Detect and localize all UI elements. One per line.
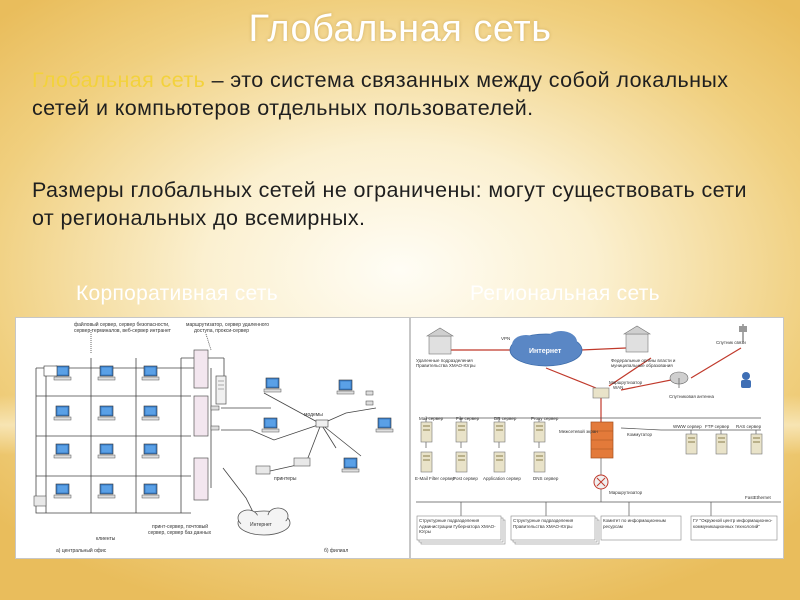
firewall — [590, 421, 614, 459]
federal-building — [622, 325, 652, 353]
label-federal: Федеральные органы власти и — [611, 358, 676, 363]
regional-network-diagram: VPN Удаленные подразделения Правительств… — [410, 317, 784, 559]
satellite-tower — [739, 324, 747, 342]
label-dns: DNS сервер — [533, 476, 559, 481]
label-switch: Коммутатор — [627, 432, 653, 437]
label-ras: RAS сервер — [736, 424, 762, 429]
size-paragraph: Размеры глобальных сетей не ограничены: … — [32, 178, 747, 230]
internet-cloud-regional: Интернет — [509, 331, 583, 367]
label-file-server: файловый сервер, сервер безопасности, — [74, 321, 170, 328]
printers — [33, 457, 311, 507]
definition-text: – это система связанных между собой лока… — [32, 68, 729, 120]
label-sat-antenna: Спутниковая антенна — [669, 394, 715, 399]
label-file: File сервер — [456, 416, 480, 421]
definition-paragraph: Глобальная сеть – это система связанных … — [32, 66, 772, 122]
label-file-server-b: сервер терминалов, веб-сервер интранет — [74, 328, 172, 334]
label-ftp: FTP сервер — [705, 424, 730, 429]
box4-text: ГУ "Окружной центр информационно-коммуни… — [693, 518, 773, 529]
label-app: Application сервер — [483, 476, 521, 481]
remote-building — [425, 327, 455, 355]
lan-links — [416, 417, 781, 518]
branch-box-1: Структурные подразделения Администрации … — [416, 515, 506, 545]
label-printers: принтеры — [274, 476, 297, 482]
label-federal-b: муниципальные образования — [611, 363, 673, 368]
label-central-office: а) центральный офис — [56, 547, 107, 554]
label-emf: E-Mail Filter сервер — [415, 476, 455, 481]
branch-box-2: Структурные подразделения Правительства … — [510, 515, 600, 545]
slide-title: Глобальная сеть — [248, 8, 552, 50]
branch-box-3: Комитет по информационным ресурсам — [600, 515, 682, 541]
corporate-diagram-svg: файловый сервер, сервер безопасности, се… — [33, 321, 394, 554]
label-print-server-b: сервер, сервер баз данных — [148, 530, 212, 536]
label-branch: б) филиал — [324, 548, 348, 554]
label-internet-regional: Интернет — [529, 348, 562, 355]
box1-text: Структурные подразделения Администрации … — [419, 518, 496, 534]
client-computers — [43, 365, 160, 499]
label-print-server: принт-сервер, почтовый — [152, 523, 208, 530]
label-post: Post сервер — [453, 476, 478, 481]
branch-box-4: ГУ "Окружной центр информационно-коммуни… — [690, 515, 778, 541]
corporate-network-diagram: файловый сервер, сервер безопасности, се… — [15, 317, 410, 559]
label-internet: Интернет — [250, 522, 273, 528]
regional-diagram-svg: VPN Удаленные подразделения Правительств… — [415, 324, 781, 545]
label-mail: Mail сервер — [419, 416, 444, 421]
label-clients: клиенты — [96, 536, 116, 542]
label-router-wan: Маршрутизатор — [609, 380, 643, 385]
wiring — [35, 330, 377, 519]
label-router-server-b: доступа, прокси-сервер — [194, 328, 249, 334]
hub — [315, 419, 329, 428]
label-firewall: Межсетевой экран — [559, 428, 598, 434]
label-www: WWW сервер — [673, 424, 702, 429]
label-satellite: Спутник связи — [716, 340, 746, 345]
satellite-dish — [669, 371, 689, 388]
label-vpn: VPN — [501, 336, 510, 341]
label-fastethernet: FastEthernet — [745, 495, 772, 500]
label-modems: модемы — [304, 412, 323, 418]
label-dr: DR сервер — [494, 416, 517, 421]
router-lan — [593, 474, 609, 490]
caption-corporate: Корпоративная сеть — [76, 282, 278, 305]
label-router-server: маршрутизатор, сервер удаленного — [186, 322, 269, 328]
label-remote-units-b: Правительства ХМАО-Югры — [416, 363, 475, 368]
servers-row2 — [420, 451, 546, 473]
label-proxy: Proxy сервер — [531, 416, 559, 421]
modems — [210, 390, 374, 431]
box2-text: Структурные подразделения Правительства … — [513, 518, 574, 529]
caption-regional: Региональная сеть — [470, 282, 660, 305]
label-remote-units: Удаленные подразделения — [416, 358, 473, 363]
server-racks — [193, 349, 227, 501]
label-router2: Маршрутизатор — [609, 490, 643, 495]
user-icon — [741, 372, 751, 388]
box3-text: Комитет по информационным ресурсам — [603, 518, 666, 529]
internet-cloud: Интернет — [237, 507, 291, 536]
label-router-wan-b: WAN — [613, 385, 623, 390]
router-wan — [592, 387, 610, 399]
definition-term: Глобальная сеть — [32, 68, 206, 92]
